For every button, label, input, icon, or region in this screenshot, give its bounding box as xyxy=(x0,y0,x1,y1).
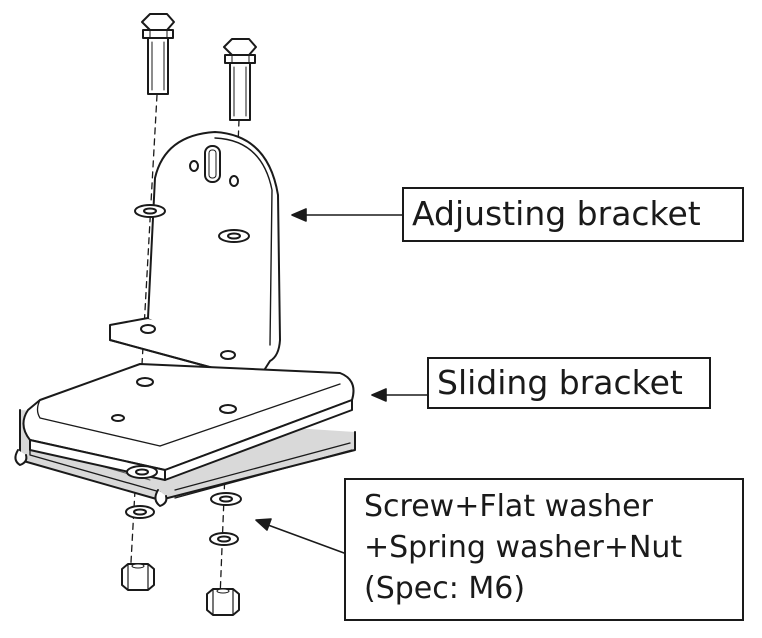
nut-left xyxy=(121,563,155,591)
arrow-fasteners xyxy=(255,518,345,554)
flat-washer-lower-right xyxy=(210,492,242,506)
label-fasteners: Screw+Flat washer +Spring washer+Nut (Sp… xyxy=(344,478,744,621)
adjusting-bracket xyxy=(109,131,281,373)
label-sliding-text: Sliding bracket xyxy=(437,363,683,402)
label-fasteners-line2: +Spring washer+Nut xyxy=(364,530,683,565)
washer-upper-left xyxy=(134,204,166,218)
arrow-adjusting xyxy=(291,208,403,222)
spring-washer-lower-right xyxy=(209,532,239,546)
label-adjusting-bracket: Adjusting bracket xyxy=(402,187,744,242)
screw-right xyxy=(223,38,257,121)
flat-washer-lower-left xyxy=(126,465,158,479)
label-fasteners-line3: (Spec: M6) xyxy=(364,571,526,606)
label-adjusting-text: Adjusting bracket xyxy=(412,194,701,233)
washer-upper-right xyxy=(218,229,250,243)
sliding-bracket xyxy=(14,363,356,507)
label-sliding-bracket: Sliding bracket xyxy=(427,357,711,409)
arrow-sliding xyxy=(371,388,428,402)
label-fasteners-line1: Screw+Flat washer xyxy=(364,489,653,524)
screw-left xyxy=(141,13,175,95)
spring-washer-lower-left xyxy=(125,505,155,519)
nut-right xyxy=(206,588,240,616)
